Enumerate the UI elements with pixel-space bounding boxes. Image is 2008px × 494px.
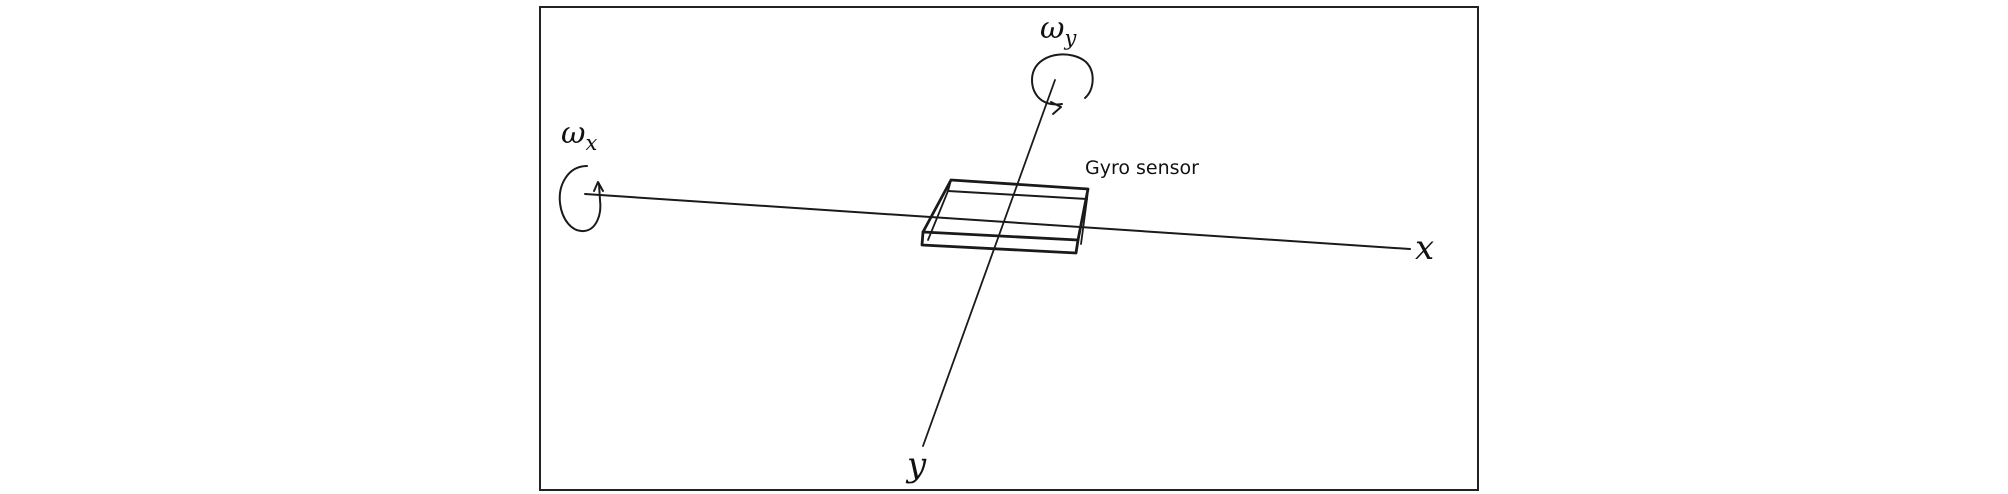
- x-axis-label: x: [1415, 228, 1434, 268]
- sensor-inner-edge: [947, 190, 1088, 200]
- sensor-right-thickness: [1080, 188, 1089, 245]
- sensor-bottom-edge: [920, 230, 1080, 255]
- omega-y-subscript: y: [1063, 26, 1077, 50]
- omega-x-rotation-arrow: [558, 165, 604, 233]
- sensor-left-thickness: [927, 179, 952, 241]
- omega-y-rotation-arrow: [1031, 53, 1094, 115]
- omega-x-subscript: x: [585, 131, 597, 155]
- gyro-sensor-box: [920, 178, 1090, 255]
- omega-x-label: ωx: [561, 116, 597, 155]
- omega-x-arc: [558, 165, 602, 233]
- diagram-frame: [539, 6, 1479, 491]
- omega-x-arrowhead-icon: [593, 181, 604, 192]
- y-axis-line: [922, 79, 1056, 447]
- omega-y-label: ωy: [1040, 11, 1077, 50]
- y-axis-label: y: [905, 445, 927, 485]
- gyro-sensor-label: Gyro sensor: [1085, 157, 1199, 179]
- omega-y-arc: [1031, 53, 1094, 106]
- omega-y-arrowhead-icon: [1050, 101, 1062, 115]
- x-axis-line: [584, 193, 1411, 250]
